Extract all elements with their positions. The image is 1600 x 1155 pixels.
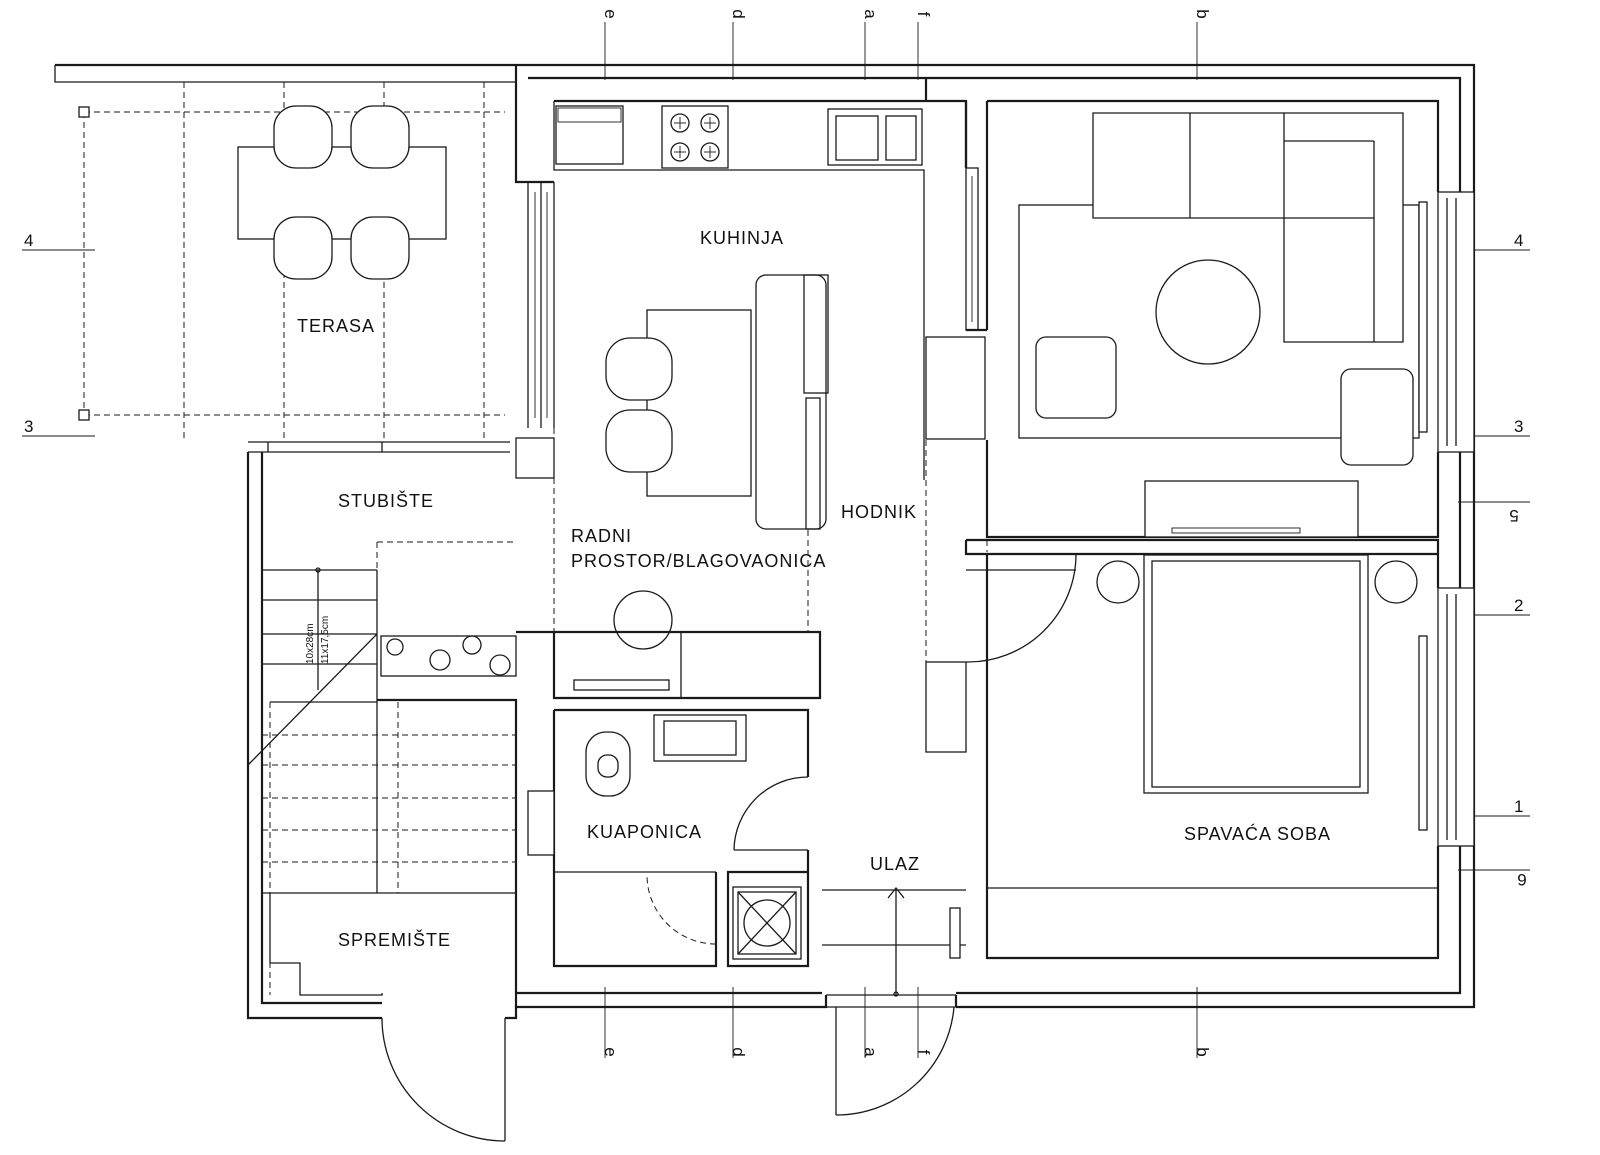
kitchen: KUHINJA RADNI PROSTOR/BLAGOVAONICA bbox=[515, 99, 968, 700]
kitchen-sink bbox=[827, 108, 923, 166]
axis-label-top-b: b bbox=[1193, 9, 1212, 18]
wardrobe bbox=[925, 336, 986, 440]
bench bbox=[755, 274, 827, 530]
room-label-prostor-blagovaonica: PROSTOR/BLAGOVAONICA bbox=[571, 551, 826, 571]
axis-label-top-f: f bbox=[914, 12, 933, 17]
axis-label-bottom-f: f bbox=[914, 1050, 933, 1055]
window-sill bbox=[1418, 635, 1428, 831]
room-label-ulaz: ULAZ bbox=[870, 854, 920, 874]
axis-label-top-a: a bbox=[861, 9, 880, 19]
coffee-table bbox=[1155, 259, 1261, 365]
room-label-hodnik: HODNIK bbox=[841, 502, 917, 522]
axis-label-right-3: 3 bbox=[1514, 417, 1523, 436]
axis-label-right-4: 4 bbox=[1514, 231, 1523, 250]
nightstand-lamp bbox=[1374, 560, 1418, 604]
desk bbox=[573, 679, 670, 691]
axis-label-right-2: 2 bbox=[1514, 596, 1523, 615]
tv-unit bbox=[1144, 480, 1359, 538]
stair-dimension-treads: 10x28cm bbox=[305, 623, 316, 664]
bed bbox=[1143, 554, 1369, 794]
room-label-radni: RADNI bbox=[571, 526, 632, 546]
axis-label-bottom-a: a bbox=[861, 1047, 880, 1057]
terrace-post bbox=[78, 409, 90, 421]
terrace-chair bbox=[273, 105, 333, 169]
round-stool bbox=[613, 590, 673, 650]
axis-label-bottom-e: e bbox=[601, 1047, 620, 1056]
room-label-kupaonica: KUAPONICA bbox=[587, 822, 702, 842]
terrace-table bbox=[237, 146, 447, 240]
axis-label-right-1: 1 bbox=[1514, 797, 1523, 816]
terrace-post bbox=[78, 106, 90, 118]
cooktop bbox=[661, 105, 729, 169]
room-label-stubiste: STUBIŠTE bbox=[338, 490, 434, 511]
axis-label-right-6: 6 bbox=[1517, 870, 1526, 889]
wall-pillar bbox=[515, 437, 555, 479]
bar-stool bbox=[605, 337, 673, 401]
living-room bbox=[966, 99, 1475, 539]
room-label-kuhinja: KUHINJA bbox=[700, 228, 784, 248]
terrace-chair bbox=[273, 216, 333, 280]
kitchen-island bbox=[646, 309, 752, 497]
bar-stool bbox=[605, 409, 673, 473]
terrace-chair bbox=[350, 216, 410, 280]
stairwell: STUBIŠTE 10x28cm 11x17,5cm bbox=[247, 490, 518, 1142]
hallway: HODNIK ULAZ bbox=[822, 78, 1077, 1116]
axis-label-right-5: 5 bbox=[1509, 506, 1518, 525]
shoe-cabinet bbox=[925, 661, 967, 753]
axis-label-left-3: 3 bbox=[24, 417, 33, 436]
sectional-sofa bbox=[1092, 112, 1404, 343]
axis-label-left-4: 4 bbox=[24, 231, 33, 250]
armchair bbox=[1340, 368, 1414, 466]
entry-mat-rail bbox=[949, 907, 961, 959]
bedroom: SPAVAĆA SOBA bbox=[964, 538, 1475, 960]
axis-label-bottom-b: b bbox=[1193, 1047, 1212, 1056]
terrace: TERASA bbox=[78, 82, 510, 453]
axis-label-top-d: d bbox=[729, 9, 748, 18]
bathroom: KUAPONICA bbox=[527, 708, 810, 968]
room-label-spavaca-soba: SPAVAĆA SOBA bbox=[1184, 823, 1331, 844]
radiator bbox=[555, 105, 624, 165]
room-label-terasa: TERASA bbox=[297, 316, 375, 336]
axis-label-bottom-d: d bbox=[729, 1047, 748, 1056]
stair-dimension-risers: 11x17,5cm bbox=[320, 616, 331, 664]
axis-label-top-e: e bbox=[601, 9, 620, 18]
armchair bbox=[1035, 336, 1117, 419]
axis-markers: e d a f b e d a f b 4 3 4 3 5 2 1 6 bbox=[22, 9, 1530, 1058]
vanity bbox=[653, 714, 747, 762]
room-label-spremiste: SPREMIŠTE bbox=[338, 929, 451, 950]
window-sill bbox=[1418, 201, 1428, 433]
towel-radiator bbox=[527, 790, 555, 856]
outer-walls bbox=[54, 63, 1476, 1020]
terrace-chair bbox=[350, 105, 410, 169]
toilet bbox=[585, 731, 631, 797]
nightstand-lamp bbox=[1096, 560, 1140, 604]
